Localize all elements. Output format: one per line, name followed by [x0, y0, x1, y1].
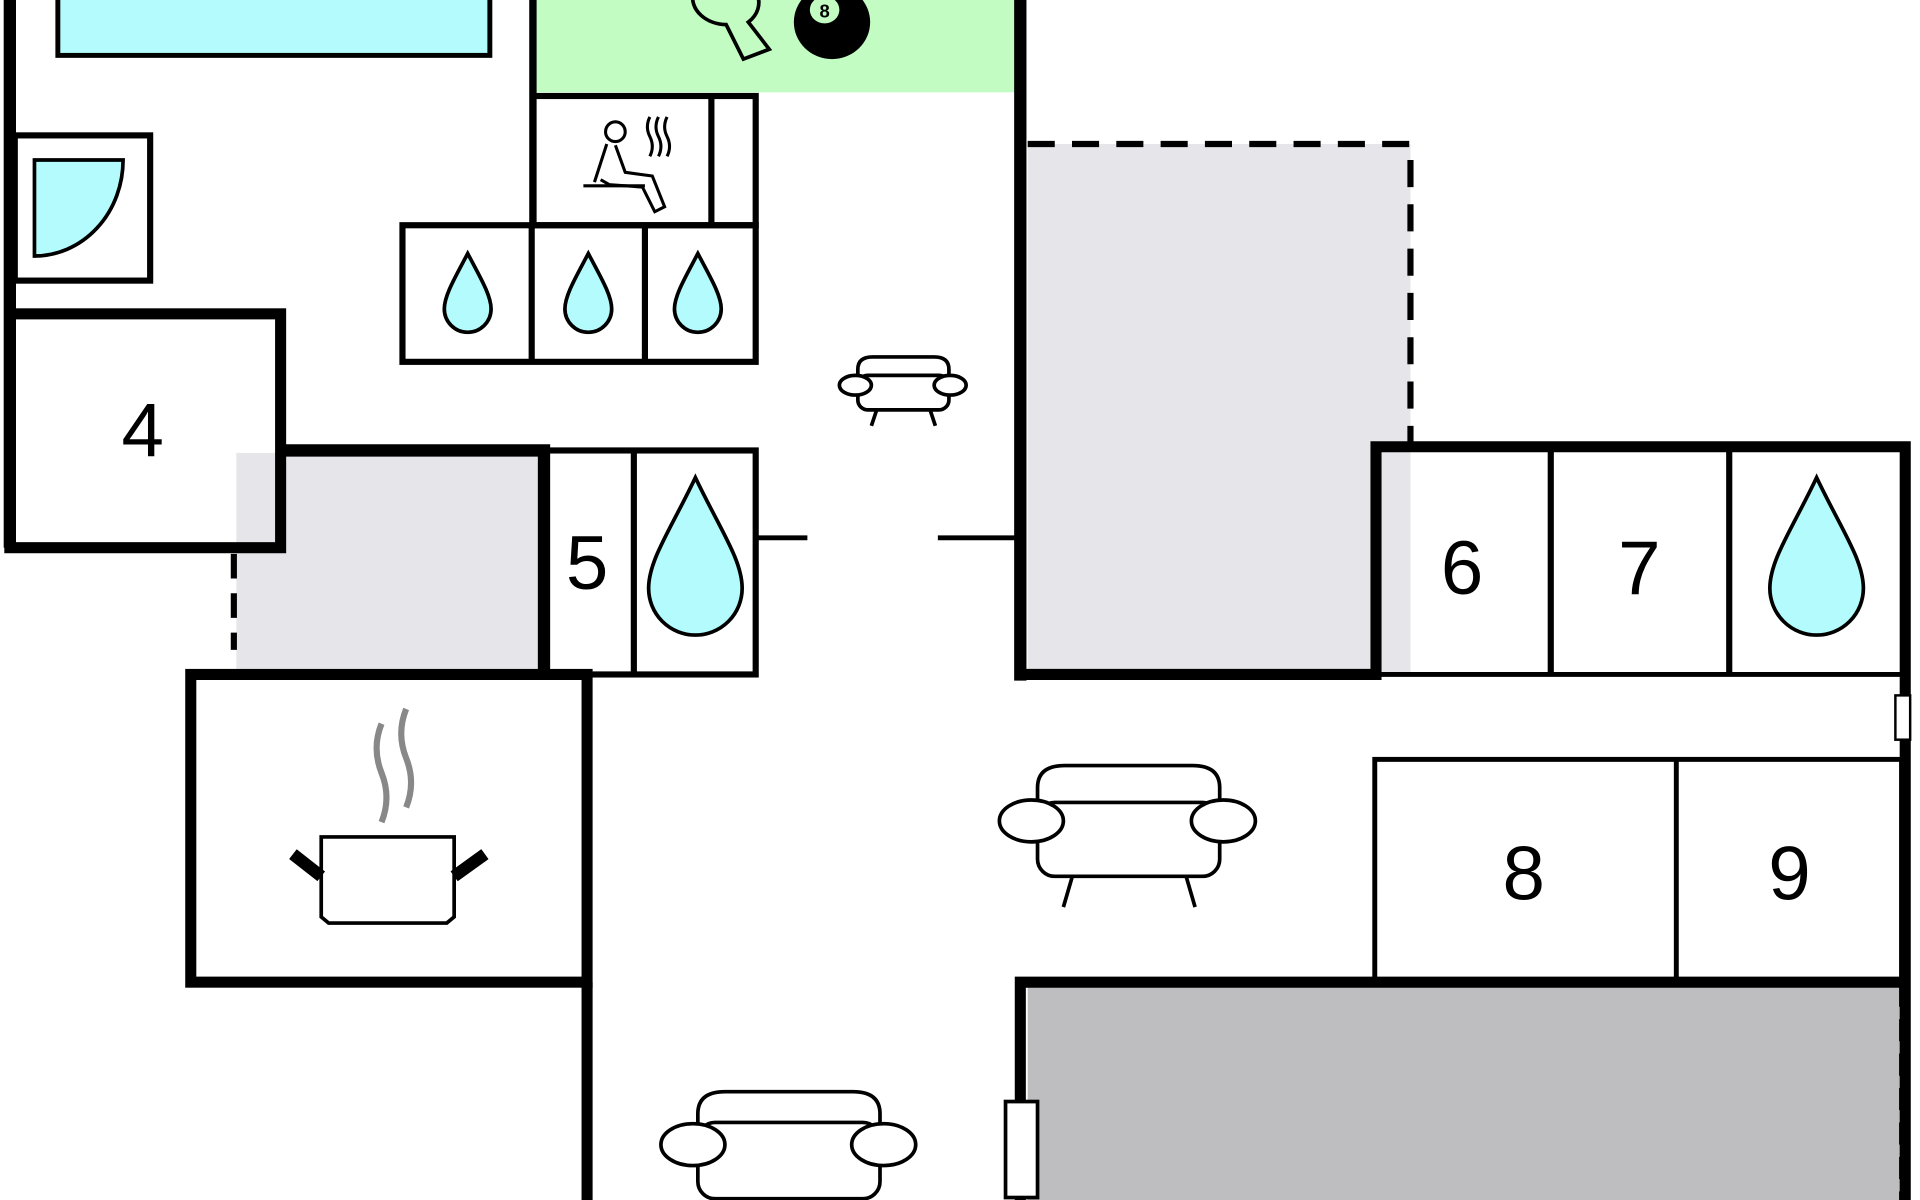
room-8-label: 8	[1502, 831, 1544, 916]
rooms-8-9	[1372, 756, 1904, 985]
door	[1003, 1099, 1040, 1200]
billiard-ball-icon: 8	[793, 0, 871, 60]
terrace-area-right	[1027, 144, 1411, 675]
room-4-label: 4	[122, 388, 164, 473]
game-room-area	[532, 0, 1016, 93]
shower-icon	[32, 158, 125, 258]
water-drop-icon	[442, 249, 493, 335]
water-drop-icon	[1767, 473, 1866, 637]
room-5	[540, 447, 759, 678]
room-5-label: 5	[566, 521, 608, 606]
terrace-area-bottom	[1027, 987, 1902, 1200]
svg-text:8: 8	[819, 1, 829, 22]
kitchen	[185, 668, 593, 988]
window	[1894, 694, 1912, 741]
room-9-label: 9	[1768, 831, 1810, 916]
ping-pong-paddle-icon	[690, 0, 773, 62]
cooking-pot-icon	[289, 707, 489, 925]
sofa-icon	[659, 1089, 918, 1200]
bathroom-cells	[399, 222, 759, 365]
room-6-label: 6	[1441, 526, 1483, 611]
sofa-icon	[837, 355, 968, 427]
sauna-icon	[583, 116, 672, 214]
sauna-room	[529, 92, 759, 229]
room-7-label: 7	[1618, 526, 1660, 611]
water-drop-icon	[672, 249, 724, 335]
water-drop-icon	[563, 249, 614, 335]
pool	[55, 0, 493, 58]
room-4	[4, 308, 287, 554]
sofa-icon	[997, 763, 1258, 908]
terrace-area-left	[236, 452, 540, 671]
water-drop-icon	[646, 473, 745, 637]
